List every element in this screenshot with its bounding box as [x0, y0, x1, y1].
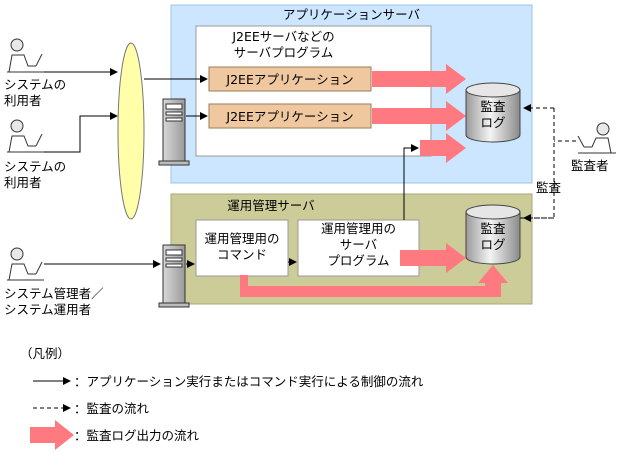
j2ee-app-2-label: J2EEアプリケーション [226, 109, 354, 124]
auditor-label: 監査者 [571, 158, 609, 173]
user-2-label-line1: システムの [4, 159, 67, 174]
legend-glyphs [30, 377, 74, 450]
mgmt-command-line2: コマンド [216, 247, 267, 262]
user-1-label-line1: システムの [4, 77, 67, 92]
control-flow-arrows [44, 68, 419, 268]
mgmt-command-line1: 運用管理用の [204, 231, 280, 246]
j2ee-app-2-box [208, 103, 372, 129]
legend-solid-text: ：アプリケーション実行またはコマンド実行による制御の流れ [74, 374, 424, 389]
user-1-person-icon [7, 38, 44, 73]
audit-flow-label: 監査 [536, 180, 562, 195]
legend-thick-text: ：監査ログ出力の流れ [74, 428, 200, 443]
mgmt-server-program-line3: プログラム [327, 253, 390, 268]
mgmt-server-program-line1: 運用管理用の [320, 221, 396, 236]
legend-dashed-text: ：監査の流れ [74, 401, 150, 416]
mgmt-server-tower [158, 244, 190, 308]
audit-log-top-cylinder [465, 82, 521, 143]
audit-flow-dashed [520, 104, 576, 222]
j2ee-app-1-box [208, 66, 372, 92]
app-server-title: アプリケーションサーバ [282, 7, 421, 22]
mgmt-server-program-line2: サーバ [339, 237, 378, 252]
audit-log-top-line1: 監査 [480, 99, 506, 114]
user-2-label-line2: 利用者 [4, 175, 42, 190]
audit-log-bottom-cylinder [465, 204, 521, 265]
audit-log-top-line2: ログ [480, 115, 506, 130]
network-ellipse [117, 42, 145, 220]
admin-person-icon [7, 247, 44, 281]
legend-title: （凡例） [20, 346, 71, 361]
admin-label-line1: システム管理者／ [4, 286, 104, 301]
j2ee-server-program-line1: J2EEサーバなどの [232, 29, 335, 44]
audit-output-arrows [240, 64, 508, 297]
j2ee-server-program-line2: サーバプログラム [233, 45, 334, 60]
auditor-person-icon [577, 122, 616, 154]
mgmt-command-box [195, 219, 289, 277]
audit-log-bottom-line2: ログ [480, 237, 506, 252]
user-1-label-line2: 利用者 [4, 93, 42, 108]
j2ee-app-1-label: J2EEアプリケーション [226, 72, 354, 87]
user-2-person-icon [7, 119, 44, 153]
app-server-tower [158, 98, 190, 166]
mgmt-server-program-box [297, 219, 420, 277]
mgmt-server-title: 運用管理サーバ [227, 198, 315, 213]
admin-label-line2: システム運用者 [4, 302, 92, 317]
audit-log-bottom-line1: 監査 [480, 221, 506, 236]
